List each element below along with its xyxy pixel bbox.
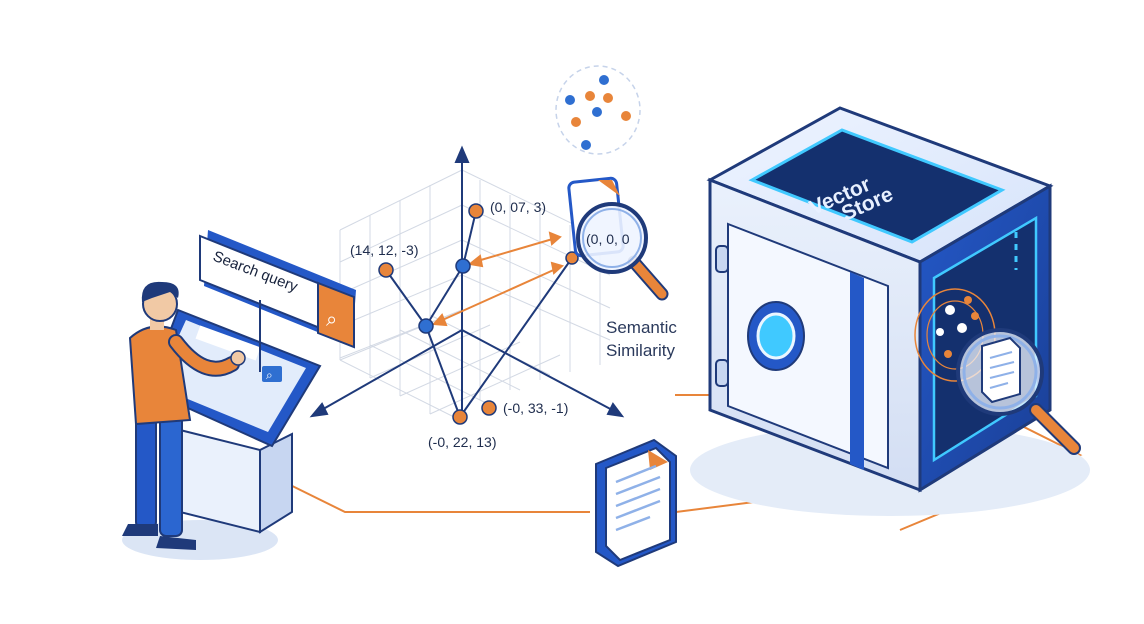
coord-left: (14, 12, -3) (350, 242, 418, 258)
embedding-cluster (555, 65, 641, 155)
person (122, 281, 246, 550)
point-left (378, 262, 394, 278)
kiosk-search-button[interactable] (262, 366, 282, 382)
search-query-box[interactable]: ⌕ Search query (199, 230, 356, 372)
vector-lines (385, 210, 573, 418)
magnifier-document: (0, 0, 0 (567, 176, 669, 301)
point-magnified (565, 251, 579, 265)
coord-right-bottom: (-0, 33, -1) (503, 400, 568, 416)
safe-magnifier (956, 328, 1081, 455)
point-query (418, 318, 434, 334)
point-top (468, 203, 484, 219)
search-icon: ⌕ (266, 368, 273, 382)
vector-store-safe: Vector Store (690, 106, 1090, 516)
coord-magnified: (0, 0, 0 (586, 231, 630, 247)
search-box-icon: ⌕ (326, 307, 337, 331)
point-right-bottom (481, 400, 497, 416)
semantic-label-line1: Semantic (606, 318, 677, 337)
axes (309, 145, 625, 420)
coord-bottom: (-0, 22, 13) (428, 434, 496, 450)
coord-top: (0, 07, 3) (490, 199, 546, 215)
search-kiosk: ⌕ (122, 308, 322, 560)
safe-dial (747, 301, 805, 371)
similarity-arrows (431, 231, 565, 327)
point-bottom (452, 409, 468, 425)
point-center (455, 258, 471, 274)
document-stack (595, 438, 677, 568)
semantic-label-line2: Similarity (606, 341, 675, 360)
